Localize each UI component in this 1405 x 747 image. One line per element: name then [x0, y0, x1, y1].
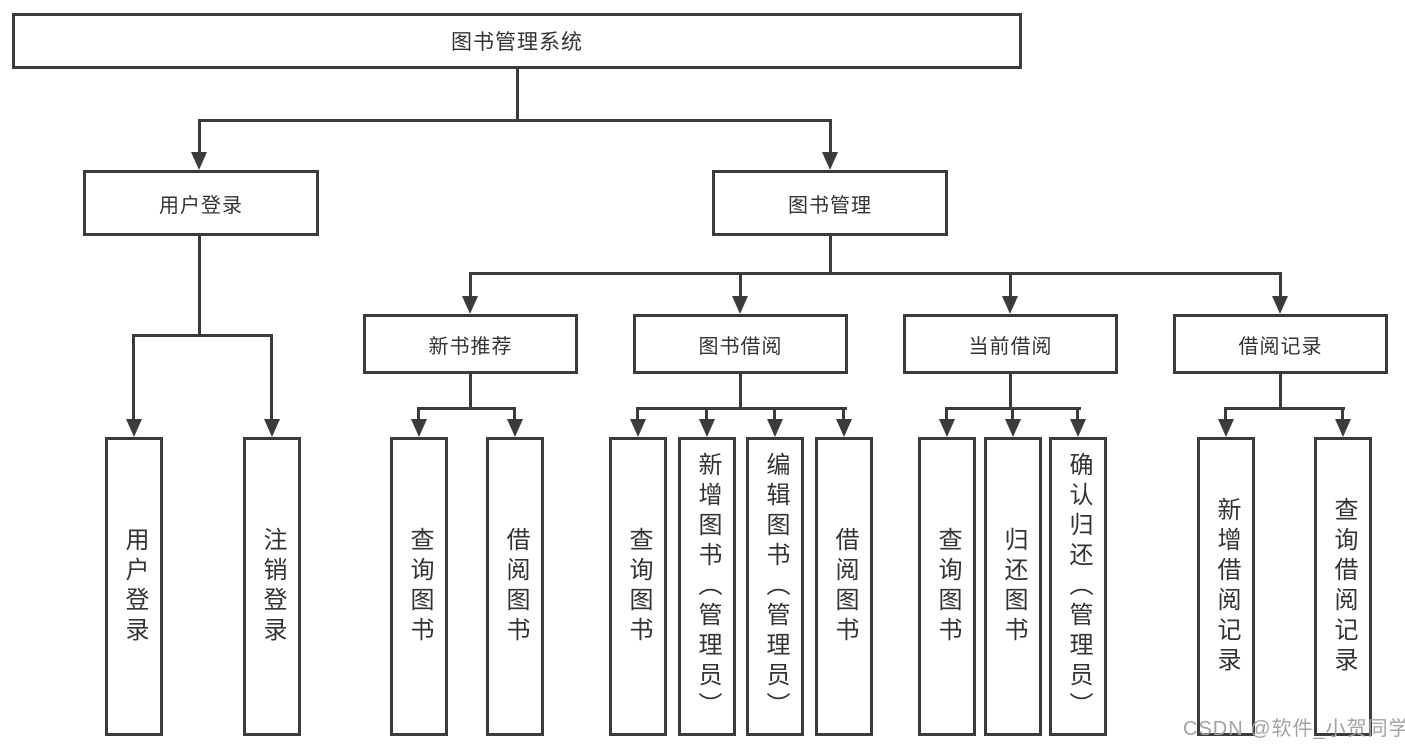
- node-label: 借阅记录: [1238, 335, 1323, 358]
- arrowhead-down-icon: [1335, 419, 1351, 437]
- node-book-management: 图书管理: [712, 170, 948, 236]
- node-leaf-query-books-3: 查询图书: [918, 437, 976, 736]
- node-leaf-add-borrow-record: 新增借阅记录: [1197, 437, 1255, 736]
- node-label: 当前借阅: [968, 335, 1053, 358]
- connector-line: [516, 68, 519, 122]
- arrowhead-down-icon: [411, 419, 427, 437]
- connector-line: [132, 334, 273, 337]
- connector-line: [513, 407, 516, 423]
- arrowhead-down-icon: [507, 419, 523, 437]
- node-leaf-query-borrow-record: 查询借阅记录: [1314, 437, 1372, 736]
- node-label: 确认归还（管理员）: [1065, 451, 1092, 722]
- arrowhead-down-icon: [191, 152, 207, 170]
- node-borrowing-records: 借阅记录: [1173, 314, 1388, 374]
- connector-line: [270, 334, 273, 421]
- connector-line: [198, 236, 201, 337]
- node-leaf-query-books-1: 查询图书: [390, 437, 448, 736]
- node-leaf-logout: 注销登录: [243, 437, 301, 736]
- node-label: 查询图书: [625, 526, 652, 647]
- connector-line: [469, 374, 472, 410]
- node-label: 新增借阅记录: [1213, 496, 1240, 677]
- connector-line: [945, 407, 948, 423]
- node-label: 归还图书: [1000, 526, 1027, 647]
- node-library-management-system: 图书管理系统: [12, 13, 1022, 69]
- connector-line: [198, 119, 201, 155]
- connector-line: [636, 407, 639, 423]
- arrowhead-down-icon: [462, 296, 478, 314]
- arrowhead-down-icon: [630, 419, 646, 437]
- arrowhead-down-icon: [836, 419, 852, 437]
- node-label: 借阅图书: [831, 526, 858, 647]
- node-user-login: 用户登录: [83, 170, 319, 236]
- node-label: 查询图书: [934, 526, 961, 647]
- arrowhead-down-icon: [767, 419, 783, 437]
- node-label: 图书借阅: [698, 335, 783, 358]
- connector-line: [1279, 374, 1282, 410]
- node-leaf-borrow-books-1: 借阅图书: [486, 437, 544, 736]
- node-label: 查询图书: [406, 526, 433, 647]
- node-label: 注销登录: [259, 526, 286, 647]
- node-leaf-query-books-2: 查询图书: [609, 437, 667, 736]
- arrowhead-down-icon: [732, 296, 748, 314]
- arrowhead-down-icon: [699, 419, 715, 437]
- node-label: 查询借阅记录: [1330, 496, 1357, 677]
- connector-line: [417, 407, 420, 423]
- node-label: 编辑图书（管理员）: [762, 451, 789, 722]
- csdn-watermark: CSDN @软件_小贺同学: [1183, 718, 1405, 740]
- connector-line: [1224, 407, 1227, 423]
- node-label: 借阅图书: [502, 526, 529, 647]
- connector-line: [1009, 272, 1012, 298]
- connector-line: [773, 407, 776, 423]
- connector-line: [469, 272, 1282, 275]
- node-leaf-user-login: 用户登录: [105, 437, 163, 736]
- arrowhead-down-icon: [939, 419, 955, 437]
- node-leaf-borrow-books-2: 借阅图书: [815, 437, 873, 736]
- connector-line: [417, 407, 516, 410]
- node-new-book-recommendation: 新书推荐: [363, 314, 578, 374]
- node-leaf-add-books-admin: 新增图书（管理员）: [678, 437, 736, 736]
- connector-line: [1279, 272, 1282, 298]
- connector-line: [1224, 407, 1345, 410]
- connector-line: [829, 119, 832, 155]
- arrowhead-down-icon: [1272, 296, 1288, 314]
- connector-line: [636, 407, 847, 410]
- connector-line: [829, 236, 832, 275]
- connector-line: [1011, 407, 1014, 423]
- arrowhead-down-icon: [1002, 296, 1018, 314]
- connector-line: [1009, 374, 1012, 410]
- node-label: 用户登录: [121, 526, 148, 647]
- arrowhead-down-icon: [1005, 419, 1021, 437]
- node-label: 图书管理: [788, 194, 872, 217]
- node-label: 图书管理系统: [451, 31, 583, 54]
- arrowhead-down-icon: [1218, 419, 1234, 437]
- connector-line: [198, 119, 832, 122]
- connector-line: [739, 374, 742, 410]
- arrowhead-down-icon: [1070, 419, 1086, 437]
- arrowhead-down-icon: [264, 419, 280, 437]
- connector-line: [132, 334, 135, 421]
- node-leaf-edit-books-admin: 编辑图书（管理员）: [746, 437, 804, 736]
- connector-line: [842, 407, 845, 423]
- connector-line: [739, 272, 742, 298]
- arrowhead-down-icon: [822, 152, 838, 170]
- connector-line: [469, 272, 472, 298]
- arrowhead-down-icon: [126, 419, 142, 437]
- node-book-borrowing: 图书借阅: [633, 314, 848, 374]
- connector-line: [1341, 407, 1344, 423]
- node-label: 新书推荐: [428, 335, 513, 358]
- node-leaf-return-books: 归还图书: [984, 437, 1042, 736]
- node-leaf-confirm-return-admin: 确认归还（管理员）: [1049, 437, 1107, 736]
- node-label: 新增图书（管理员）: [694, 451, 721, 722]
- connector-line: [705, 407, 708, 423]
- node-label: 用户登录: [159, 194, 243, 217]
- node-current-borrowing: 当前借阅: [903, 314, 1118, 374]
- connector-line: [1076, 407, 1079, 423]
